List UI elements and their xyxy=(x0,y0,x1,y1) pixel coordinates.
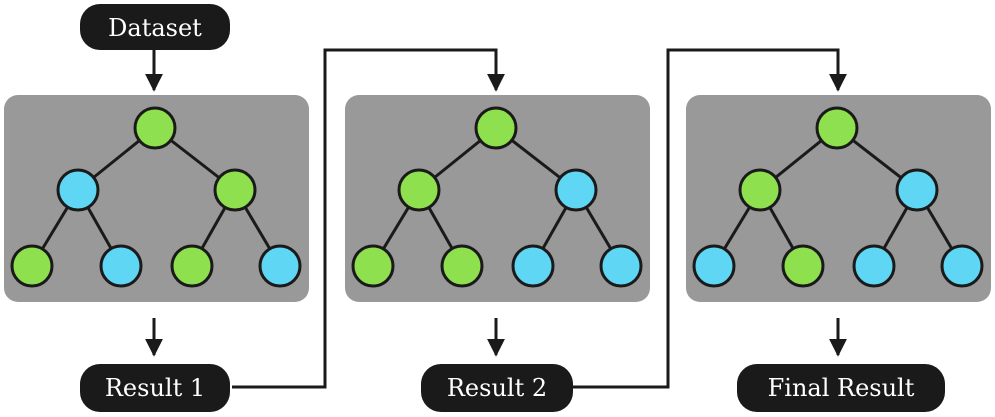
tree-3-leaf-node-4 xyxy=(940,244,984,288)
connectors xyxy=(145,48,847,389)
tree-panels xyxy=(4,95,991,302)
tree-1-leaf-node-1 xyxy=(10,244,54,288)
tree-3-leaf-node-3 xyxy=(852,244,896,288)
tree-1-leaf-node-4 xyxy=(258,244,302,288)
tree-2-level2-node-2 xyxy=(554,168,598,212)
tree-2-leaf-node-3 xyxy=(511,244,555,288)
dataset-pill: Dataset xyxy=(80,4,230,50)
result-1-label: Result 1 xyxy=(105,374,205,402)
connector-result-2-to-tree-3 xyxy=(573,48,847,389)
tree-1-leaf-node-2 xyxy=(99,244,143,288)
tree-2-leaf-node-1 xyxy=(351,244,395,288)
tree-2-leaf-node-4 xyxy=(599,244,643,288)
tree-1-root-node xyxy=(133,106,177,150)
tree-3-level2-node-1 xyxy=(738,168,782,212)
result-1-pill: Result 1 xyxy=(80,364,230,412)
result-2-pill-bg xyxy=(421,364,573,412)
tree-2-root-node xyxy=(474,106,518,150)
tree-2 xyxy=(345,95,650,302)
tree-2-leaf-node-2 xyxy=(440,244,484,288)
result-2-label: Result 2 xyxy=(447,374,547,402)
tree-2-panel xyxy=(345,95,650,302)
tree-3-leaf-node-2 xyxy=(781,244,825,288)
dataset-pill-bg xyxy=(80,4,230,50)
tree-3-panel xyxy=(686,95,991,302)
tree-3 xyxy=(686,95,991,302)
tree-1-level2-node-2 xyxy=(213,168,257,212)
tree-1-panel xyxy=(4,95,309,302)
tree-1-level2-node-1 xyxy=(56,168,100,212)
dataset-label: Dataset xyxy=(108,14,202,42)
final-result-label: Final Result xyxy=(768,374,915,402)
result-2-pill: Result 2 xyxy=(421,364,573,412)
tree-2-level2-node-1 xyxy=(397,168,441,212)
tree-1-leaf-node-3 xyxy=(170,244,214,288)
final-result-pill: Final Result xyxy=(737,364,945,412)
connector-result-1-to-tree-2 xyxy=(232,48,505,389)
tree-3-root-node xyxy=(815,106,859,150)
tree-3-level2-node-2 xyxy=(895,168,939,212)
tree-3-leaf-node-1 xyxy=(692,244,736,288)
result-1-pill-bg xyxy=(80,364,230,412)
final-result-pill-bg xyxy=(737,364,945,412)
tree-1 xyxy=(4,95,309,302)
